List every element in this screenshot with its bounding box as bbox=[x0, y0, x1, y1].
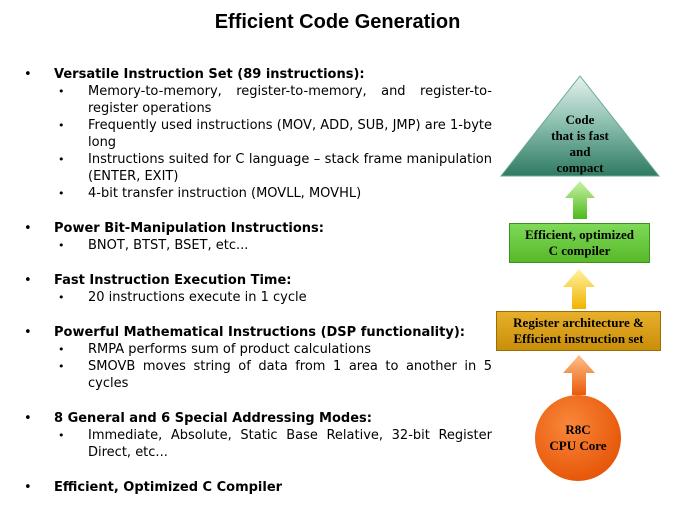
compiler-box: Efficient, optimized C compiler bbox=[509, 223, 650, 263]
list-item: • Frequently used instructions (MOV, ADD,… bbox=[22, 117, 492, 151]
item-text: Instructions suited for C language – sta… bbox=[88, 152, 492, 184]
item-text: 4-bit transfer instruction (MOVLL, MOVHL… bbox=[88, 186, 362, 201]
bullet: • bbox=[24, 67, 32, 82]
slide-title: Efficient Code Generation bbox=[214, 11, 461, 33]
section-addressing-modes: • 8 General and 6 Special Addressing Mod… bbox=[22, 410, 492, 461]
section-heading: • 8 General and 6 Special Addressing Mod… bbox=[22, 410, 492, 427]
heading-text: Fast Instruction Execution Time: bbox=[54, 273, 292, 288]
list-item: • Instructions suited for C language – st… bbox=[22, 151, 492, 185]
feature-list: • Versatile Instruction Set (89 instruct… bbox=[22, 66, 492, 496]
cpu-core-circle: R8C CPU Core bbox=[535, 395, 621, 481]
section-execution-time: • Fast Instruction Execution Time: • 20 i… bbox=[22, 272, 492, 306]
list-item: • 4-bit transfer instruction (MOVLL, MOVH… bbox=[22, 185, 492, 202]
list-item: • SMOVB moves string of data from 1 area … bbox=[22, 358, 492, 392]
section-heading: • Efficient, Optimized C Compiler bbox=[22, 479, 492, 496]
section-math-instructions: • Powerful Mathematical Instructions (DS… bbox=[22, 324, 492, 392]
item-text: RMPA performs sum of product calculation… bbox=[88, 342, 372, 357]
list-item: • Immediate, Absolute, Static Base Relati… bbox=[22, 427, 492, 461]
item-text: BNOT, BTST, BSET, etc... bbox=[88, 238, 249, 253]
section-bit-manipulation: • Power Bit-Manipulation Instructions: •… bbox=[22, 220, 492, 254]
bullet: • bbox=[58, 119, 65, 132]
list-item: • 20 instructions execute in 1 cycle bbox=[22, 289, 492, 306]
orange-up-arrow-icon bbox=[563, 355, 595, 395]
bullet: • bbox=[24, 273, 32, 288]
heading-text: 8 General and 6 Special Addressing Modes… bbox=[54, 411, 372, 426]
item-text: Memory-to-memory, register-to-memory, an… bbox=[88, 84, 492, 116]
heading-text: Powerful Mathematical Instructions (DSP … bbox=[54, 325, 465, 340]
section-c-compiler: • Efficient, Optimized C Compiler bbox=[22, 479, 492, 496]
item-text: 20 instructions execute in 1 cycle bbox=[88, 290, 307, 305]
bullet: • bbox=[24, 480, 32, 495]
bullet: • bbox=[58, 153, 65, 166]
register-architecture-box: Register architecture & Efficient instru… bbox=[496, 311, 661, 351]
bullet: • bbox=[58, 429, 65, 442]
triangle-shape bbox=[499, 75, 661, 177]
bullet: • bbox=[24, 221, 32, 236]
bullet: • bbox=[58, 291, 65, 304]
bullet: • bbox=[58, 343, 65, 356]
section-instruction-set: • Versatile Instruction Set (89 instruct… bbox=[22, 66, 492, 202]
heading-text: Power Bit-Manipulation Instructions: bbox=[54, 221, 324, 236]
bullet: • bbox=[58, 85, 65, 98]
item-text: Frequently used instructions (MOV, ADD, … bbox=[88, 118, 492, 150]
item-text: Immediate, Absolute, Static Base Relativ… bbox=[88, 428, 492, 460]
list-item: • RMPA performs sum of product calculatio… bbox=[22, 341, 492, 358]
list-item: • Memory-to-memory, register-to-memory, a… bbox=[22, 83, 492, 117]
section-heading: • Versatile Instruction Set (89 instruct… bbox=[22, 66, 492, 83]
section-heading: • Power Bit-Manipulation Instructions: bbox=[22, 220, 492, 237]
list-item: • BNOT, BTST, BSET, etc... bbox=[22, 237, 492, 254]
heading-text: Versatile Instruction Set (89 instructio… bbox=[54, 67, 365, 82]
green-up-arrow-icon bbox=[565, 181, 595, 219]
item-text: SMOVB moves string of data from 1 area t… bbox=[88, 359, 492, 391]
bullet: • bbox=[58, 187, 65, 200]
section-heading: • Fast Instruction Execution Time: bbox=[22, 272, 492, 289]
bullet: • bbox=[24, 325, 32, 340]
section-heading: • Powerful Mathematical Instructions (DS… bbox=[22, 324, 492, 341]
code-generation-diagram: Code that is fast and compact Efficient,… bbox=[490, 70, 670, 490]
triangle-label: Code that is fast and compact bbox=[551, 112, 609, 175]
bullet: • bbox=[58, 360, 65, 373]
yellow-up-arrow-icon bbox=[563, 269, 595, 309]
heading-text: Efficient, Optimized C Compiler bbox=[54, 480, 283, 495]
bullet: • bbox=[58, 239, 65, 252]
bullet: • bbox=[24, 411, 32, 426]
